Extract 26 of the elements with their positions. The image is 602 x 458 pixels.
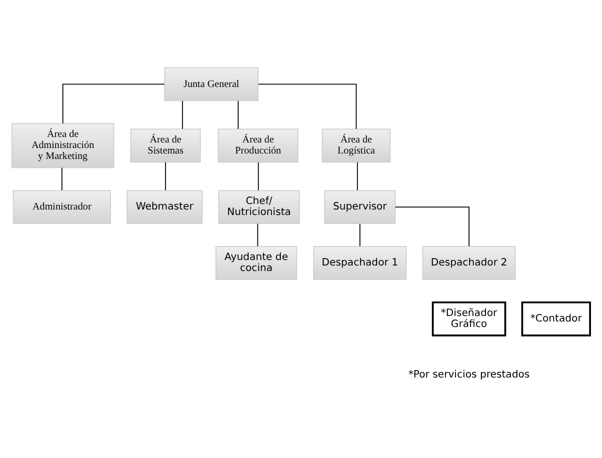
node-box: Junta General (164, 66, 259, 101)
connector (258, 83, 357, 129)
connector (258, 161, 259, 190)
node-box: Webmaster (126, 190, 203, 224)
label: *Por servicios prestados (408, 368, 530, 380)
node-box: Ayudante de cocina (216, 246, 298, 280)
connector (62, 83, 165, 124)
node-box: Despachador 1 (313, 246, 407, 280)
node-box: Área de Administración y Marketing (12, 122, 114, 168)
node-box: Chef/ Nutricionista (218, 190, 300, 224)
connector (165, 161, 166, 190)
node-box: Supervisor (324, 190, 396, 224)
connector (61, 166, 62, 190)
node-box: Área de Sistemas (130, 128, 201, 162)
node-box: Área de Logística (322, 128, 391, 162)
connector (359, 222, 360, 246)
connector (394, 206, 470, 246)
connector (257, 222, 258, 246)
node-box: *Contador (521, 300, 591, 336)
connector (356, 161, 358, 190)
node-box: Administrador (12, 190, 111, 224)
node-box: Despachador 2 (422, 246, 516, 280)
connector (182, 100, 183, 129)
node-box: *Diseñador Gráfico (432, 300, 506, 336)
connector (238, 100, 239, 129)
node-box: Área de Producción (218, 128, 298, 162)
